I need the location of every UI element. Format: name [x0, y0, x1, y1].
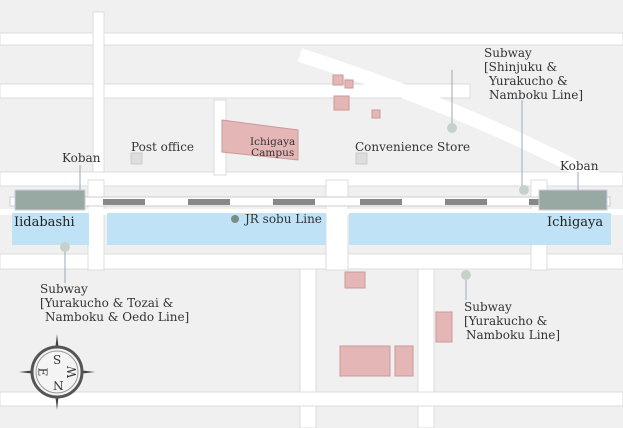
- post-office-label: Post office: [131, 140, 195, 154]
- subway-sw-line: [Yurakucho & Tozai &: [40, 296, 174, 310]
- subway-sw-line: Subway: [40, 282, 88, 296]
- ichigaya-station: [538, 189, 608, 211]
- subway-se-line: [Yurakucho &: [464, 314, 548, 328]
- koban-right-label: Koban: [560, 159, 599, 173]
- subway-ne-line: Namboku Line]: [489, 88, 584, 102]
- compass-icon: [19, 334, 95, 410]
- koban-left-label: Koban: [62, 151, 101, 165]
- convenience-store-label: Convenience Store: [355, 140, 471, 154]
- subway-se-line: Namboku Line]: [466, 328, 561, 342]
- campus-label-line2: Campus: [251, 147, 295, 159]
- iidabashi-label: Iidabashi: [14, 215, 75, 230]
- subway-se-label: Subway [Yurakucho & Namboku Line]: [464, 300, 560, 342]
- subway-sw-line: Namboku & Oedo Line]: [45, 310, 190, 324]
- iidabashi-station: [14, 189, 86, 211]
- campus-label-line1: Ichigaya: [250, 136, 296, 148]
- subway-ne-line: Yurakucho &: [489, 74, 568, 88]
- jr-line-label: JR sobu Line: [245, 212, 322, 226]
- ichigaya-label: Ichigaya: [547, 215, 604, 230]
- compass-n: N: [53, 378, 64, 392]
- campus-label: Ichigaya Campus: [250, 137, 295, 159]
- subway-ne-line: [Shinjuku &: [484, 60, 558, 74]
- subway-ne-label: Subway [Shinjuku & Yurakucho & Namboku L…: [484, 46, 583, 102]
- compass-w: W: [65, 365, 80, 379]
- subway-ne-line: Subway: [484, 46, 532, 60]
- compass-s: S: [53, 352, 62, 366]
- compass-e: E: [35, 367, 50, 377]
- subway-sw-label: Subway [Yurakucho & Tozai & Namboku & Oe…: [40, 282, 189, 324]
- subway-se-line: Subway: [464, 300, 512, 314]
- river: [12, 213, 611, 245]
